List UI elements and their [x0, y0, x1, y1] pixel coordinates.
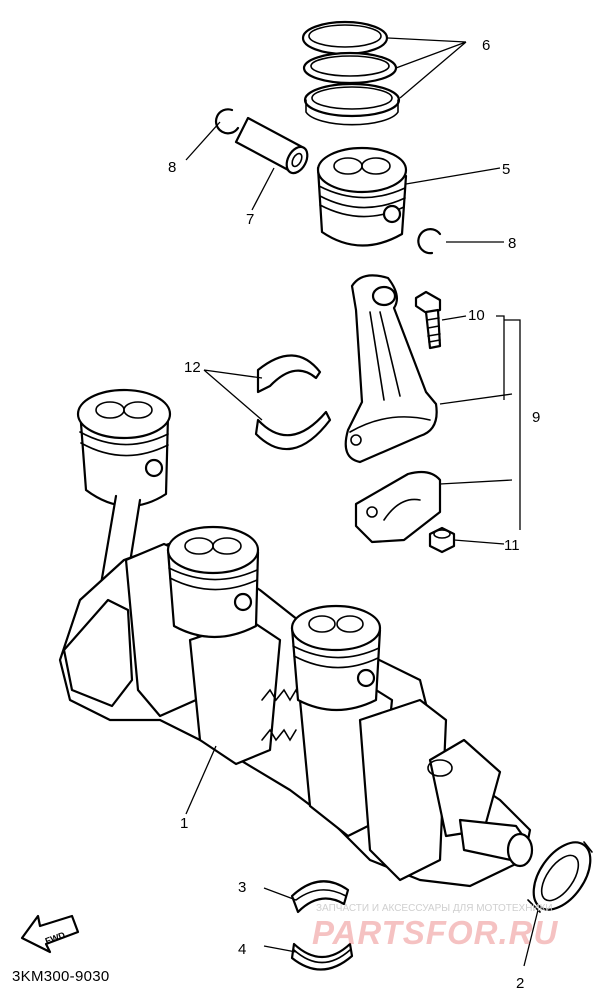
forward-arrow-icon: FWD	[20, 914, 80, 954]
callout-5: 5	[502, 161, 510, 178]
piston-pin-clip-upper	[214, 108, 240, 135]
right-piston-assembly	[290, 604, 382, 712]
diagram-code: 3KM300-9030	[12, 968, 110, 985]
connecting-rod-bolt	[414, 290, 442, 350]
callout-7: 7	[246, 211, 254, 228]
leader-lines	[185, 37, 539, 967]
crankshaft-bearing-upper	[290, 880, 350, 914]
crankshaft-bearing-lower	[290, 942, 354, 971]
watermark-site: PARTSFOR.RU	[312, 914, 559, 951]
callout-1: 1	[180, 815, 188, 832]
watermark-caption: ЗАПЧАСТИ И АКСЕССУАРЫ ДЛЯ МОТОТЕХНИКИ	[316, 903, 553, 914]
connecting-rod-cap	[354, 470, 442, 544]
left-piston-assembly	[76, 388, 172, 602]
center-piston-assembly	[166, 525, 260, 639]
callout-8-lower: 8	[508, 235, 516, 252]
callout-10: 10	[468, 307, 485, 324]
piston-pin-clip-lower	[417, 228, 442, 255]
callout-3: 3	[238, 879, 246, 896]
callout-8-upper: 8	[168, 159, 176, 176]
piston-rings	[301, 20, 401, 126]
big-end-bearings	[254, 354, 332, 451]
callout-12: 12	[184, 359, 201, 376]
connecting-rod-nut	[428, 526, 456, 554]
piston-top	[316, 146, 408, 247]
connecting-rod	[344, 274, 438, 464]
callout-4: 4	[238, 941, 246, 958]
callout-9: 9	[532, 409, 540, 426]
crankshaft	[58, 538, 534, 888]
callout-6: 6	[482, 37, 490, 54]
callout-2: 2	[516, 975, 524, 992]
callout-11: 11	[504, 537, 520, 554]
piston-pin	[234, 116, 309, 175]
